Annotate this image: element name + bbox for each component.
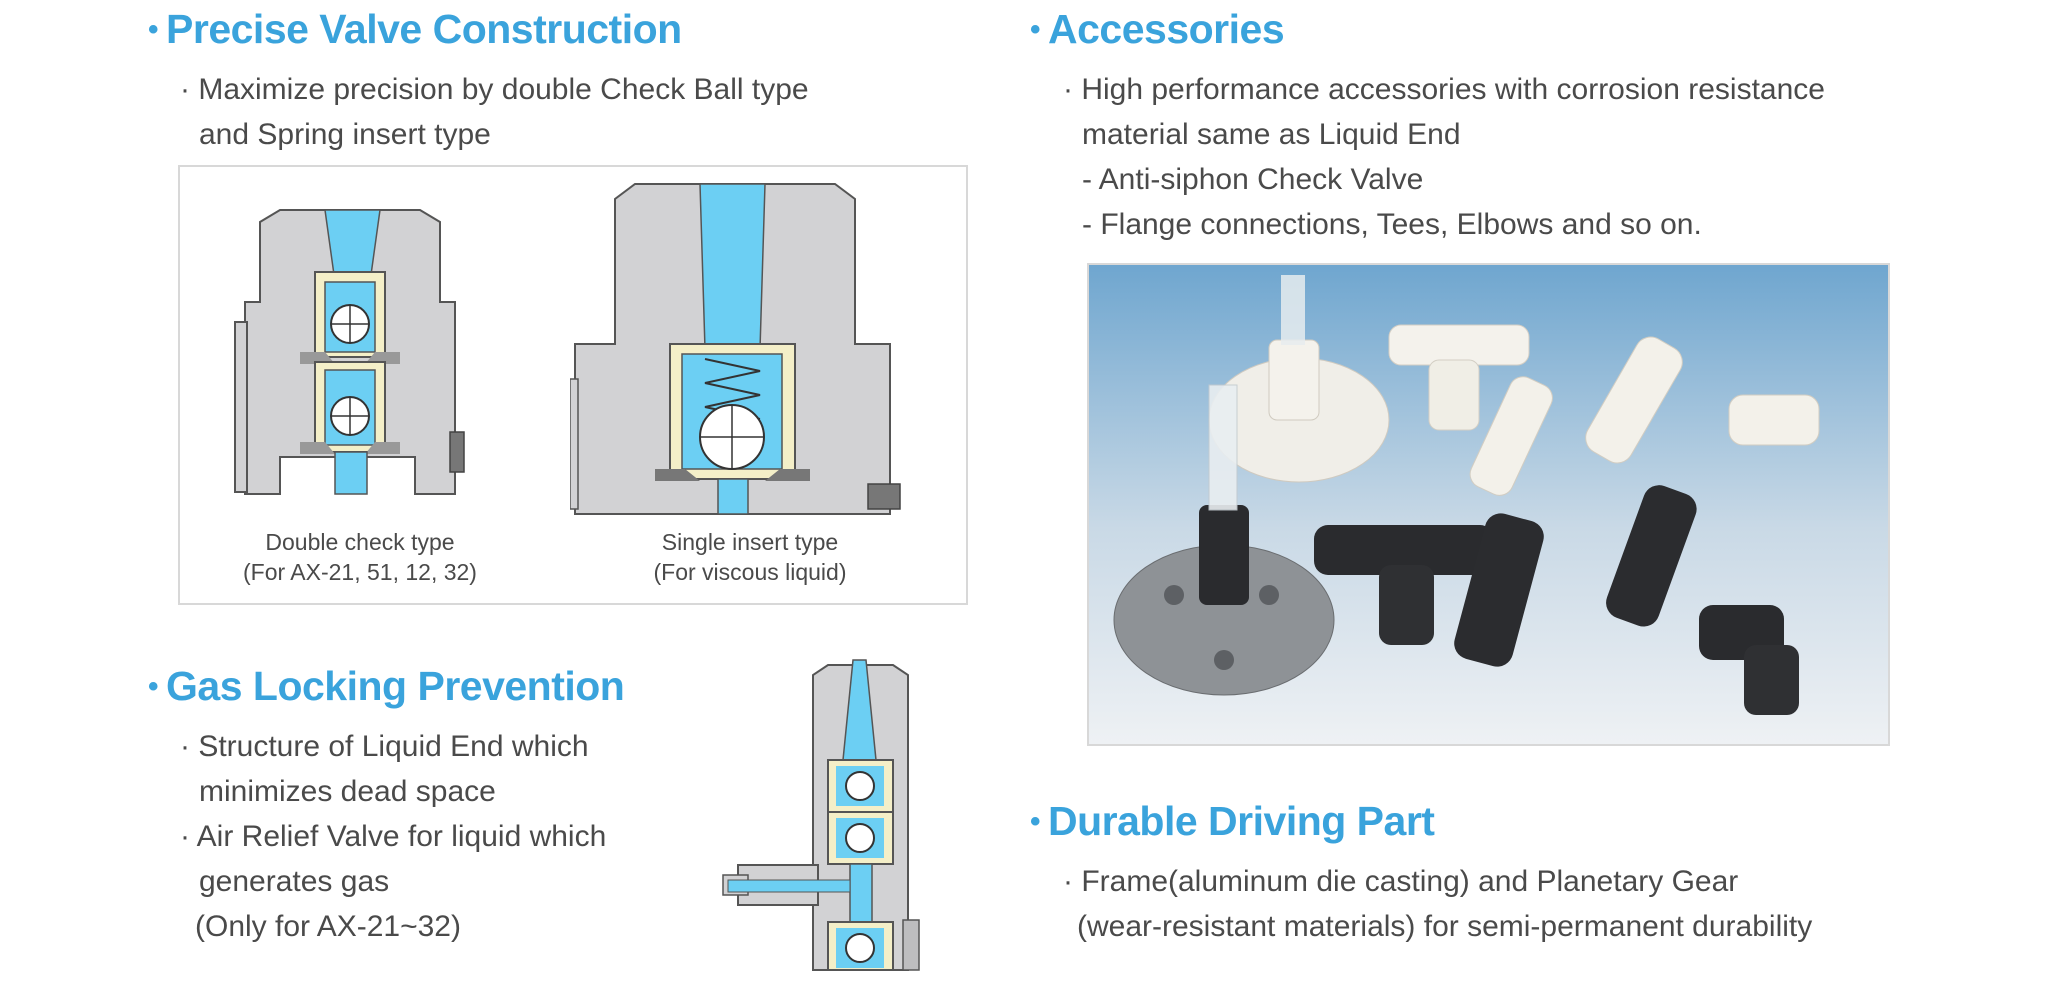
gas-line-2: minimizes dead space [199,775,496,808]
gas-line-5: (Only for AX-21~32) [195,910,461,943]
gas-line-1: · Structure of Liquid End which [180,730,589,763]
gas-line-3: · Air Relief Valve for liquid which [180,820,607,853]
gas-locking-diagram [722,659,920,971]
bullet-icon: • [148,13,159,46]
bullet-icon: • [1030,805,1041,838]
accessories-line-4: - Flange connections, Tees, Elbows and s… [1082,208,1702,241]
valve-desc-line2: and Spring insert type [199,118,491,151]
valve-section: •Precise Valve Construction [148,4,682,59]
gas-section: •Gas Locking Prevention [148,661,625,716]
accessories-title: Accessories [1048,6,1285,52]
valve-diagram-frame: Double check type (For AX-21, 51, 12, 32… [178,165,968,605]
double-check-caption: Double check type (For AX-21, 51, 12, 32… [210,527,510,587]
accessories-section: •Accessories [1030,4,1285,59]
double-check-caption-line2: (For AX-21, 51, 12, 32) [243,559,477,585]
single-insert-caption-line1: Single insert type [661,529,839,555]
single-insert-caption-line2: (For viscous liquid) [653,559,847,585]
accessories-heading: •Accessories [1030,4,1285,59]
accessories-line-3: - Anti-siphon Check Valve [1082,163,1424,196]
driving-line-2: (wear-resistant materials) for semi-perm… [1077,910,1813,943]
driving-title: Durable Driving Part [1048,798,1435,844]
double-check-caption-line1: Double check type [265,529,455,555]
bullet-icon: • [148,670,159,703]
accessories-line-2: material same as Liquid End [1082,118,1461,151]
single-insert-caption: Single insert type (For viscous liquid) [600,527,900,587]
valve-desc-line1: · Maximize precision by double Check Bal… [180,73,809,106]
driving-line-1: · Frame(aluminum die casting) and Planet… [1063,865,1739,898]
accessories-line-1: · High performance accessories with corr… [1063,73,1825,106]
valve-heading: •Precise Valve Construction [148,4,682,59]
gas-title: Gas Locking Prevention [166,663,625,709]
gas-line-4: generates gas [199,865,390,898]
single-insert-valve-diagram [570,183,901,515]
driving-heading: •Durable Driving Part [1030,796,1435,851]
valve-title: Precise Valve Construction [166,6,682,52]
gas-heading: •Gas Locking Prevention [148,661,625,716]
bullet-icon: • [1030,13,1041,46]
driving-section: •Durable Driving Part [1030,796,1435,851]
double-check-valve-diagram [234,209,465,495]
accessories-photo [1087,263,1890,746]
